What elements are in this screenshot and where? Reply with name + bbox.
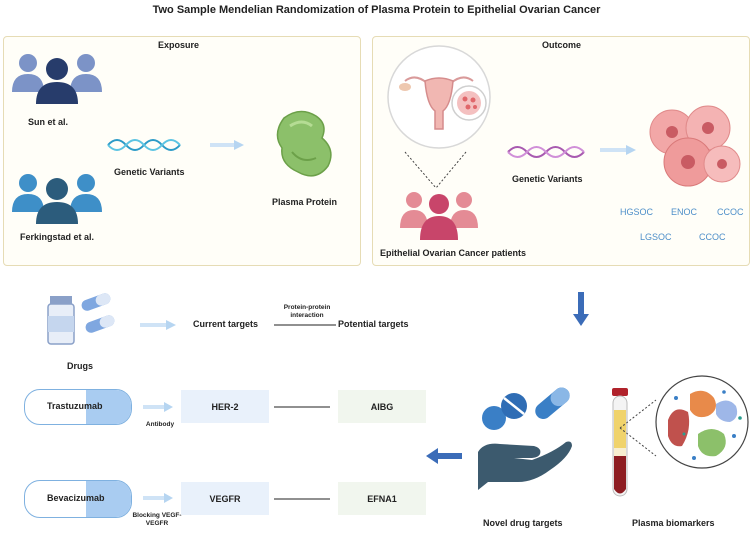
outcome-variants-label: Genetic Variants <box>512 174 583 184</box>
source-sun: Sun et al. <box>28 117 69 127</box>
callout-lines <box>619 399 657 457</box>
interaction-label: Protein-protein interaction <box>283 304 331 319</box>
arrow-right-icon <box>140 320 176 330</box>
interaction-line <box>274 324 336 326</box>
current-targets-label: Current targets <box>193 319 259 329</box>
people-group-icon <box>12 54 102 104</box>
subtype-ccoc: CCOC <box>717 207 744 217</box>
plasma-magnified-icon <box>655 375 749 469</box>
arrow-down-icon <box>573 292 589 326</box>
people-group-icon <box>12 174 102 224</box>
dna-icon <box>507 146 585 158</box>
drug-pill-trastuzumab: Trastuzumab <box>24 389 132 425</box>
drugs-icon <box>47 293 115 345</box>
page-title: Two Sample Mendelian Randomization of Pl… <box>152 4 601 16</box>
potential-targets-label: Potential targets <box>338 319 409 329</box>
patients-label: Epithelial Ovarian Cancer patients <box>380 248 527 258</box>
plasma-protein-label: Plasma Protein <box>272 197 338 207</box>
arrow-right-icon <box>210 140 244 150</box>
arrow-left-icon <box>426 448 462 464</box>
source-ferkingstad: Ferkingstad et al. <box>20 232 95 242</box>
patient-group-icon <box>400 192 478 240</box>
dna-icon <box>107 139 181 151</box>
drugs-label: Drugs <box>67 361 94 371</box>
link-line <box>274 498 330 500</box>
cancer-cells-icon <box>649 105 741 187</box>
callout-lines <box>404 151 467 189</box>
biomarkers-label: Plasma biomarkers <box>632 518 715 528</box>
subtype-hgsoc: HGSOC <box>620 207 654 217</box>
drug-name: Trastuzumab <box>47 401 103 411</box>
subtype-ccoc-2: CCOC <box>699 232 726 242</box>
blood-tube-icon <box>612 388 628 497</box>
novel-targets-label: Novel drug targets <box>483 518 563 528</box>
link-line <box>274 406 330 408</box>
uterus-icon <box>387 45 491 149</box>
outcome-heading: Outcome <box>542 40 582 50</box>
potential-target-box: EFNA1 <box>338 482 426 515</box>
subtype-lgsoc: LGSOC <box>640 232 672 242</box>
hand-pills-icon <box>478 387 572 490</box>
subtype-enoc: ENOC <box>671 207 698 217</box>
arrow-right-icon <box>143 402 173 412</box>
drug-pill-bevacizumab: Bevacizumab <box>24 480 132 518</box>
arrow-right-icon <box>143 493 173 503</box>
plasma-protein-icon <box>276 110 332 177</box>
potential-target-box: AIBG <box>338 390 426 423</box>
exposure-variants-label: Genetic Variants <box>114 167 185 177</box>
current-target-box: VEGFR <box>181 482 269 515</box>
mechanism-label: Antibody <box>145 421 175 428</box>
current-target-box: HER-2 <box>181 390 269 423</box>
drug-name: Bevacizumab <box>47 493 105 503</box>
exposure-heading: Exposure <box>158 40 200 50</box>
arrow-right-icon <box>600 145 636 155</box>
mechanism-label: Blocking VEGF-VEGFR <box>132 512 182 527</box>
